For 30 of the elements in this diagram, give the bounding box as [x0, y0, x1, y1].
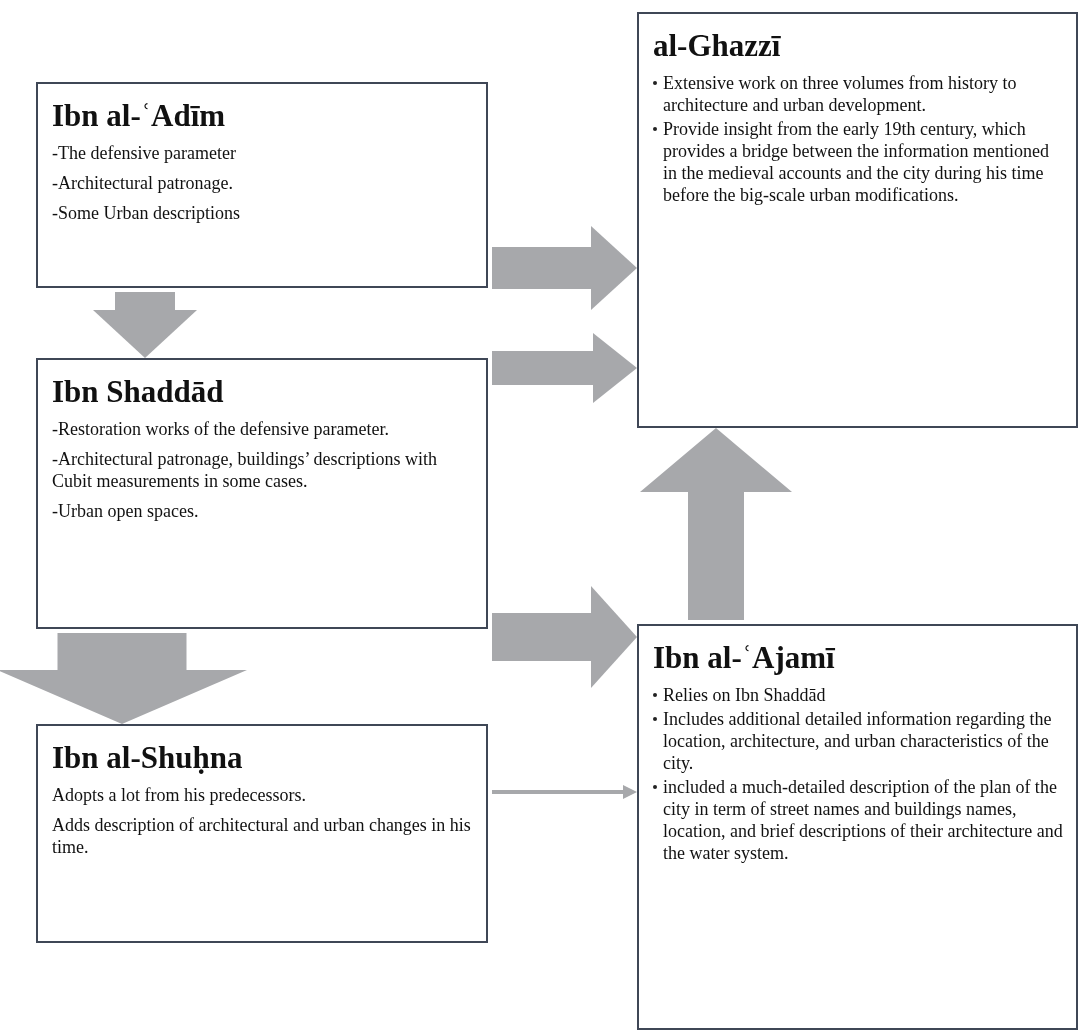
block-arrow: [492, 333, 637, 403]
text-box: [36, 82, 488, 288]
text-box: [36, 724, 488, 943]
note-text: -Urban open spaces.: [52, 500, 200, 522]
note-text: -Restoration works of the defensive parameter.: [52, 418, 390, 440]
block-arrow: [492, 586, 637, 688]
text-box: [36, 358, 488, 629]
block-arrow: [640, 428, 792, 620]
bullet-point: Extensive work on three volumes from history to architecture and urban development.: [653, 72, 1066, 116]
block-arrow: [492, 226, 637, 310]
author-heading: Ibn al-ʿAjamī: [653, 640, 836, 676]
bullet-point: Relies on Ibn Shaddād: [653, 684, 1066, 706]
note-text: -The defensive parameter: [52, 142, 237, 164]
author-heading: Ibn al-ʿAdīm: [52, 98, 227, 134]
arrow: [492, 785, 637, 799]
note-text: -Architectural patronage, buildings’ descriptions with Cubit measurements in some cases.: [52, 448, 439, 492]
author-heading: Ibn Shaddād: [52, 374, 225, 410]
text-box: [637, 12, 1078, 428]
bullet-point: Provide insight from the early 19th century, which provides a bridge between the information mentioned in the medieval accounts and the city during his time before the big-scale urban modifications.: [653, 118, 1066, 206]
block-arrow: [93, 292, 197, 358]
author-heading: al-Ghazzī: [653, 28, 782, 64]
block-arrow: [0, 633, 247, 724]
note-text: Adds description of architectural and urban changes in his time.: [52, 814, 472, 858]
text-box: [637, 624, 1078, 1030]
note-text: -Architectural patronage.: [52, 172, 234, 194]
note-text: -Some Urban descriptions: [52, 202, 241, 224]
bullet-point: included a much-detailed description of the plan of the city in term of street names and buildings names, location, and brief descriptions of their architecture and the water system.: [653, 776, 1066, 864]
author-heading: Ibn al-Shuḥna: [52, 740, 244, 776]
note-text: Adopts a lot from his predecessors.: [52, 784, 307, 806]
bullet-point: Includes additional detailed information regarding the location, architecture, and urban characteristics of the city.: [653, 708, 1066, 774]
